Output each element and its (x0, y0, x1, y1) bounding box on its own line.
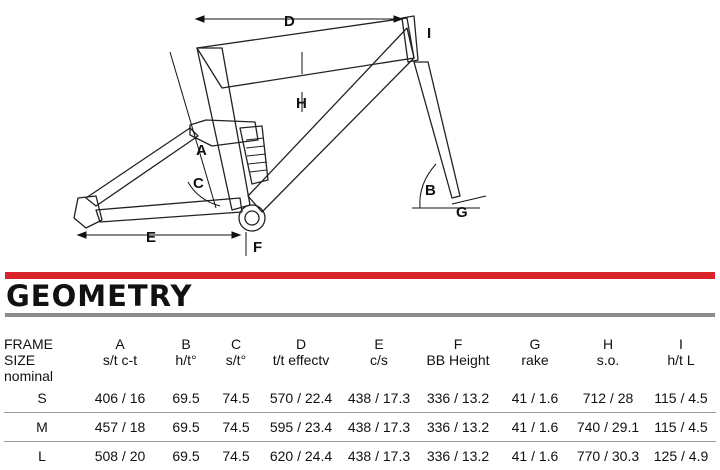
table-cell: 336 / 13.2 (416, 442, 500, 470)
table-cell: 41 / 1.6 (500, 384, 570, 413)
table-cell: 74.5 (212, 442, 260, 470)
table-cell: 336 / 13.2 (416, 413, 500, 442)
table-cell: 115 / 4.5 (646, 413, 716, 442)
fork (414, 62, 460, 198)
frame-size-cell: S (4, 384, 80, 413)
table-cell: 570 / 22.4 (260, 384, 342, 413)
label-E: E (146, 229, 156, 246)
table-cell: 595 / 23.4 (260, 413, 342, 442)
table-cell: 125 / 4.9 (646, 442, 716, 470)
chain-stay (96, 198, 242, 222)
red-divider (5, 272, 715, 279)
table-cell: 69.5 (160, 384, 212, 413)
gray-divider (5, 313, 715, 317)
frame-size-cell: M (4, 413, 80, 442)
label-C: C (193, 175, 204, 192)
table-cell: 74.5 (212, 384, 260, 413)
frame-size-cell: L (4, 442, 80, 470)
label-F: F (253, 239, 262, 256)
label-I: I (427, 25, 431, 42)
rear-dropout (74, 196, 102, 228)
table-cell: 438 / 17.3 (342, 442, 416, 470)
table-cell: 115 / 4.5 (646, 384, 716, 413)
table-cell: 69.5 (160, 442, 212, 470)
label-H: H (296, 95, 307, 112)
label-A: A (196, 142, 207, 159)
table-cell: 41 / 1.6 (500, 413, 570, 442)
table-cell: 770 / 30.3 (570, 442, 646, 470)
table-cell: 457 / 18 (80, 413, 160, 442)
table-cell: 620 / 24.4 (260, 442, 342, 470)
table-cell: 74.5 (212, 413, 260, 442)
page-title: GEOMETRY (6, 279, 192, 313)
seat-stay (86, 128, 198, 206)
table-cell: 406 / 16 (80, 384, 160, 413)
table-cell: 69.5 (160, 413, 212, 442)
table-cell: 438 / 17.3 (342, 384, 416, 413)
table-cell: 41 / 1.6 (500, 442, 570, 470)
table-cell: 336 / 13.2 (416, 384, 500, 413)
down-tube (248, 28, 414, 212)
top-tube (197, 18, 414, 88)
table-cell: 740 / 29.1 (570, 413, 646, 442)
bottom-bracket (239, 205, 265, 231)
frame-geometry-diagram: D I H A C E F B G (0, 0, 720, 270)
seat-tube (197, 48, 250, 210)
table-cell: 712 / 28 (570, 384, 646, 413)
label-G: G (456, 204, 468, 221)
table-cell: 438 / 17.3 (342, 413, 416, 442)
label-B: B (425, 182, 436, 199)
label-D: D (284, 13, 295, 30)
table-cell: 508 / 20 (80, 442, 160, 470)
